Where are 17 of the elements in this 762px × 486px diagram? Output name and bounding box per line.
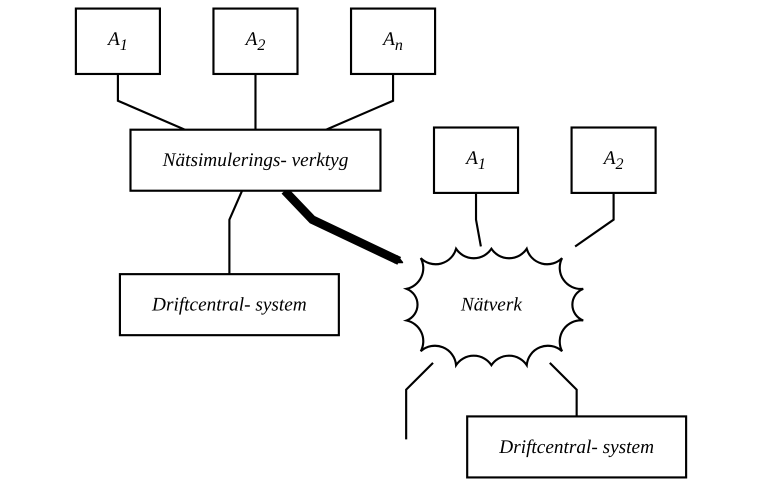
process-box: Driftcentral- system	[466, 415, 688, 478]
connector-line	[326, 74, 394, 131]
connector-line	[405, 362, 434, 440]
process-box: Nätsimulerings- verktyg	[129, 128, 382, 192]
connector-line	[254, 74, 257, 130]
connector-line	[228, 190, 244, 274]
connector-line	[474, 192, 482, 247]
process-box: Driftcentral- system	[118, 273, 340, 336]
process-box: A$_{2}$	[212, 8, 299, 76]
connector-line	[549, 362, 578, 416]
burst-shape: Nätverk	[406, 248, 584, 366]
connector-line	[116, 74, 186, 131]
process-box: A$_{1}$	[432, 126, 520, 194]
process-box: A$_{n}$	[350, 8, 436, 76]
process-box: A$_{1}$	[74, 8, 161, 76]
connector-line	[574, 192, 615, 248]
process-box: A$_{2}$	[570, 126, 657, 194]
